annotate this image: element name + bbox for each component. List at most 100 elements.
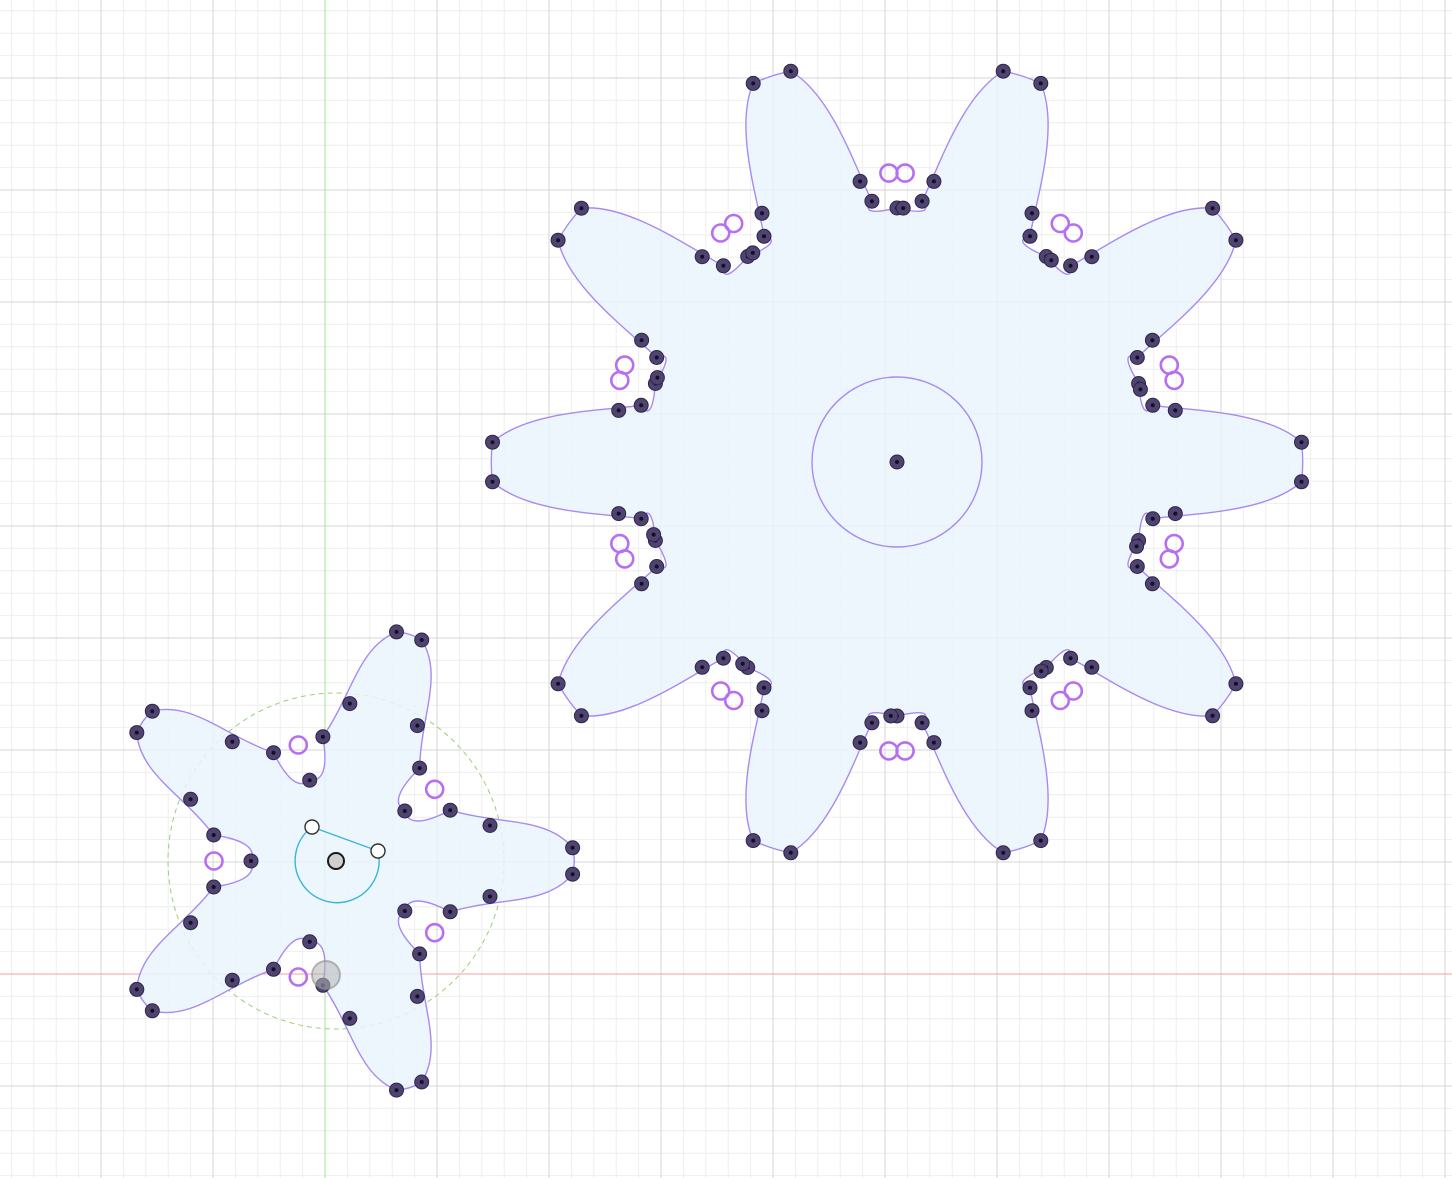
sketch-point-icon[interactable] [1167, 402, 1183, 418]
sketch-point-icon[interactable] [1024, 205, 1040, 221]
sketch-point-icon[interactable] [1145, 511, 1161, 527]
small-gear-face[interactable] [136, 631, 575, 1091]
sketch-point-icon[interactable] [756, 228, 772, 244]
sketch-point-icon[interactable] [1022, 680, 1038, 696]
sketch-point-icon[interactable] [864, 193, 880, 209]
sketch-point-icon[interactable] [144, 1003, 160, 1019]
sketch-point-icon[interactable] [694, 659, 710, 675]
sketch-point-icon[interactable] [315, 729, 331, 745]
sketch-point-icon[interactable] [1043, 252, 1059, 268]
sketch-point-icon[interactable] [550, 676, 566, 692]
sketch-point-icon[interactable] [565, 840, 581, 856]
sketch-point-icon[interactable] [611, 506, 627, 522]
sketch-point-icon[interactable] [1205, 708, 1221, 724]
sketch-point-icon[interactable] [754, 703, 770, 719]
sketch-point-icon[interactable] [409, 988, 425, 1004]
sketch-point-icon[interactable] [745, 245, 761, 261]
sketch-point-icon[interactable] [1129, 350, 1145, 365]
bore-circle[interactable] [811, 376, 983, 548]
sketch-point-icon[interactable] [412, 760, 428, 776]
sketch-point-icon[interactable] [302, 772, 318, 788]
sketch-point-icon[interactable] [633, 511, 649, 527]
sketch-point-icon[interactable] [634, 332, 650, 348]
sketch-point-icon[interactable] [735, 656, 751, 672]
sketch-point-icon[interactable] [1294, 474, 1309, 490]
sketch-point-icon[interactable] [129, 725, 145, 741]
sketch-point-icon[interactable] [1084, 249, 1100, 265]
sketch-point-icon[interactable] [745, 75, 761, 91]
sketch-point-icon[interactable] [414, 1074, 430, 1090]
drag-handle-icon[interactable] [304, 819, 320, 835]
sketch-point-icon[interactable] [550, 232, 566, 248]
sketch-point-icon[interactable] [224, 734, 240, 750]
sketch-point-icon[interactable] [926, 735, 942, 751]
sketch-point-icon[interactable] [1145, 397, 1161, 413]
sketch-point-icon[interactable] [389, 1082, 404, 1098]
sketch-point-icon[interactable] [342, 1010, 358, 1026]
sketch-point-icon[interactable] [694, 249, 710, 265]
sketch-point-icon[interactable] [649, 559, 665, 574]
sketch-point-icon[interactable] [1129, 538, 1145, 554]
sketch-point-icon[interactable] [1228, 232, 1244, 248]
sketch-point-icon[interactable] [266, 745, 281, 761]
sketch-point-icon[interactable] [1205, 200, 1221, 216]
sketch-point-icon[interactable] [783, 845, 799, 861]
sketch-point-icon[interactable] [633, 397, 649, 413]
sketch-point-icon[interactable] [183, 791, 199, 807]
sketch-point-icon[interactable] [634, 576, 650, 592]
drag-handle-icon[interactable] [370, 843, 386, 859]
sketch-point-icon[interactable] [745, 833, 761, 849]
sketch-point-icon[interactable] [397, 803, 413, 819]
sketch-point-icon[interactable] [206, 879, 222, 895]
center-point-icon[interactable] [327, 852, 345, 870]
sketch-point-icon[interactable] [783, 63, 799, 79]
sketch-point-icon[interactable] [995, 845, 1011, 861]
sketch-point-icon[interactable] [1144, 332, 1160, 348]
sketch-point-icon[interactable] [852, 735, 868, 751]
sketch-point-icon[interactable] [646, 527, 662, 543]
sketch-point-icon[interactable] [144, 703, 160, 719]
sketch-point-icon[interactable] [482, 818, 498, 833]
sketch-point-icon[interactable] [1033, 663, 1049, 679]
sketch-point-icon[interactable] [715, 650, 731, 666]
sketch-point-icon[interactable] [1024, 703, 1040, 719]
sketch-point-icon[interactable] [1084, 659, 1100, 675]
sketch-point-icon[interactable] [852, 173, 868, 189]
sketch-point-icon[interactable] [715, 258, 731, 274]
sketch-point-icon[interactable] [389, 624, 404, 640]
sketch-point-icon[interactable] [1063, 650, 1079, 666]
sketch-point-icon[interactable] [611, 402, 627, 418]
sketch-point-icon[interactable] [1294, 434, 1309, 450]
sketch-point-icon[interactable] [883, 708, 899, 724]
sketch-point-icon[interactable] [482, 889, 498, 904]
large-gear-profile[interactable] [485, 63, 1309, 861]
sketch-point-icon[interactable] [649, 370, 665, 386]
sketch-point-icon[interactable] [412, 946, 428, 962]
sketch-point-icon[interactable] [243, 853, 259, 869]
sketch-point-icon[interactable] [485, 474, 500, 490]
sketch-point-icon[interactable] [409, 718, 425, 734]
sketch-point-icon[interactable] [1063, 258, 1079, 274]
sketch-point-icon[interactable] [995, 63, 1011, 79]
sketch-point-icon[interactable] [1022, 228, 1038, 244]
selected-arc[interactable] [294, 826, 380, 904]
sketch-point-icon[interactable] [414, 632, 430, 648]
sketch-point-icon[interactable] [889, 454, 905, 470]
sketch-point-icon[interactable] [914, 715, 930, 731]
sketch-point-icon[interactable] [754, 205, 770, 221]
sketch-point-icon[interactable] [895, 200, 911, 216]
sketch-point-icon[interactable] [1144, 576, 1160, 592]
sketch-point-icon[interactable] [302, 934, 318, 950]
sketch-point-icon[interactable] [397, 903, 413, 919]
sketch-point-icon[interactable] [1129, 559, 1145, 574]
sketch-point-icon[interactable] [573, 200, 589, 216]
sketch-point-icon[interactable] [442, 802, 458, 818]
sketch-point-icon[interactable] [926, 173, 942, 189]
sketch-point-icon[interactable] [224, 972, 240, 988]
sketch-point-icon[interactable] [485, 434, 500, 450]
angle-arc-selection[interactable] [294, 819, 386, 904]
sketch-point-icon[interactable] [183, 915, 199, 931]
sketch-point-icon[interactable] [206, 827, 222, 843]
sketch-point-icon[interactable] [756, 680, 772, 696]
